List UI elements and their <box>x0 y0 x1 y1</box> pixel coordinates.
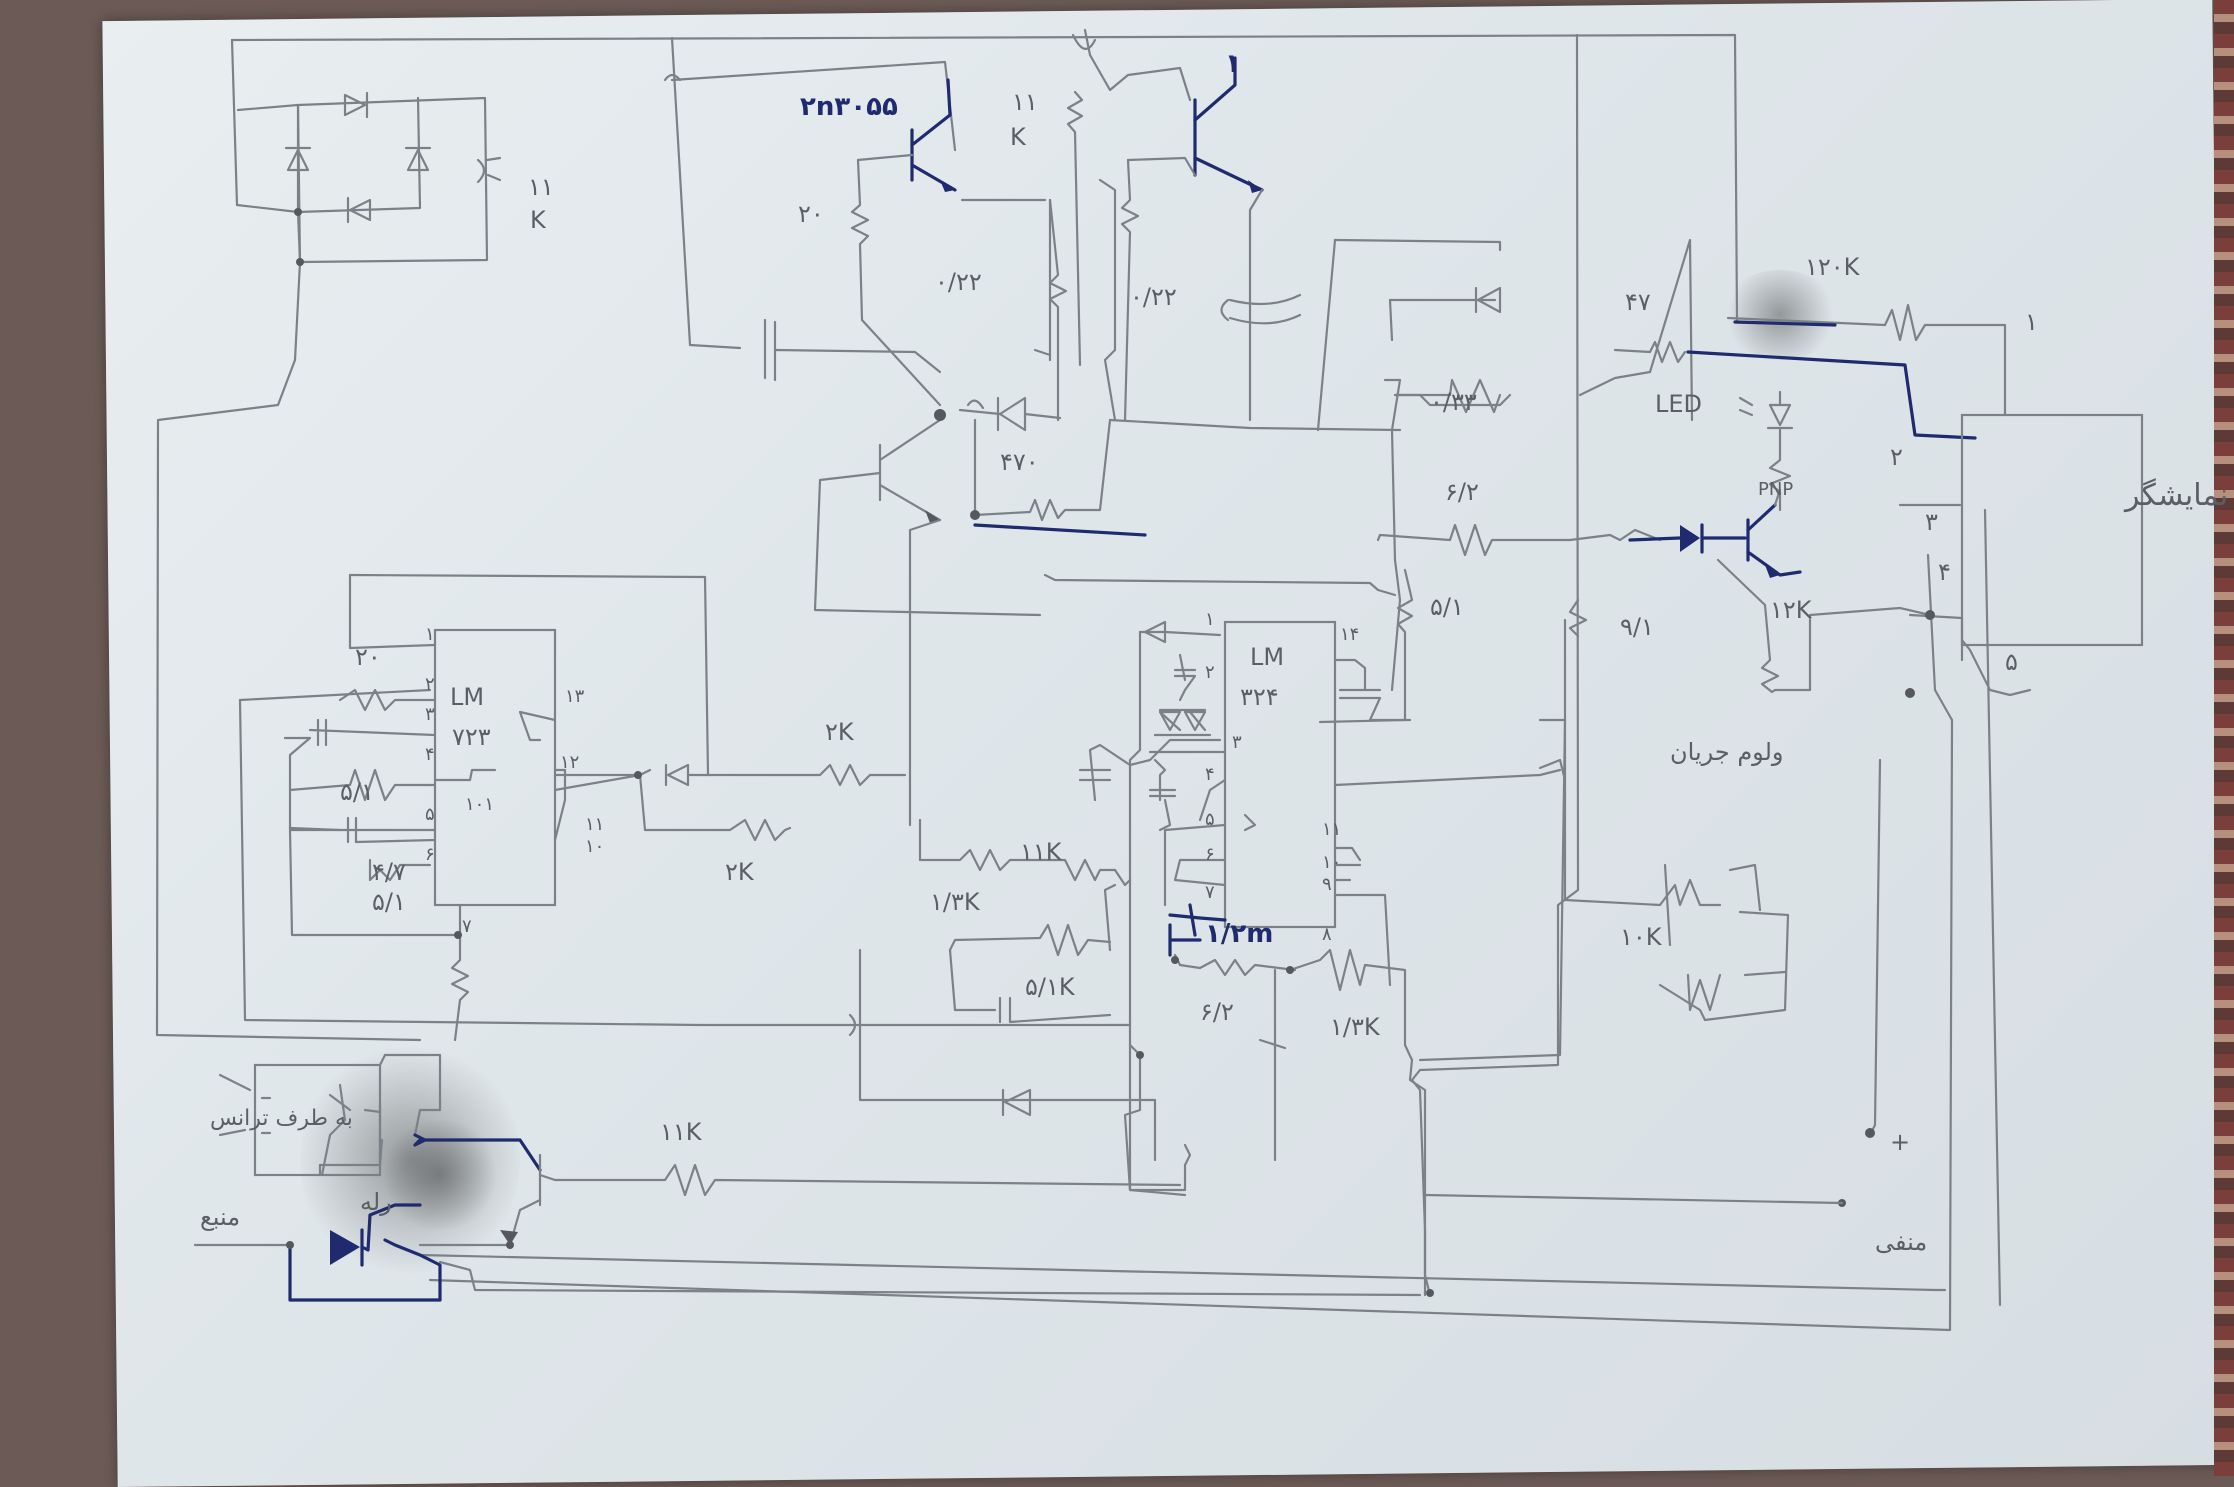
transistor-2n3055-label: ۲n۳۰۵۵ <box>800 92 898 122</box>
res-022-b-label: ۰/۲۲ <box>1130 283 1177 311</box>
panel-pin3: ۳ <box>1925 508 1938 536</box>
lm324-pin14: ۱۴ <box>1340 624 1359 645</box>
res-2k-b-label: ۲K <box>725 858 755 886</box>
res-033-label: ۰/۳۳ <box>1430 388 1477 416</box>
lm723-pin1: ۱ <box>425 624 435 645</box>
top-power-section <box>663 28 1402 827</box>
panel-pin5: ۵ <box>2005 648 2018 676</box>
lm723-pin11: ۱۱ <box>585 814 604 835</box>
bridge-rectifier <box>235 91 502 266</box>
res-51-lm-b-label: ۵/۱ <box>372 888 406 916</box>
lm723-cap-label: ۱۰۱ <box>465 794 494 815</box>
lm723-pin2: ۲ <box>425 674 435 695</box>
lm723-pin6: ۶ <box>425 844 435 865</box>
lm723-label-a: LM <box>450 683 484 711</box>
lm723-pin5: ۵ <box>425 804 435 825</box>
pot-10k-label: ۱۰K <box>1620 923 1663 951</box>
res-13k-label: ۱/۳K <box>930 888 981 916</box>
smudge-top <box>1720 270 1840 360</box>
res-11k-mid-label: ۱۱K <box>1020 838 1063 866</box>
neg-label: منفی <box>1875 1228 1927 1256</box>
lm324-pin9: ۹ <box>1322 874 1332 895</box>
lm324-pin11: ۱۱ <box>1322 819 1341 840</box>
lm324-pin4: ۴ <box>1205 764 1215 785</box>
bridge-cap-label: ۱۱ <box>528 173 554 201</box>
lm723-pin3: ۳ <box>425 704 435 725</box>
lm723-pin4: ۴ <box>425 744 435 765</box>
res-51-lm-a-label: ۵/۱ <box>340 778 374 806</box>
res-2k-a-label: ۲K <box>825 718 855 746</box>
led-label: LED <box>1655 390 1702 418</box>
lm723-pin10: ۱۰ <box>585 836 604 857</box>
res-62-bottom-label: ۶/۲ <box>1200 998 1234 1026</box>
res-022-a-label: ۰/۲۲ <box>935 268 982 296</box>
panel-pin4: ۴ <box>1938 558 1951 586</box>
volume-label: ولوم جریان <box>1670 738 1783 766</box>
pnp-label: PNP <box>1758 479 1793 500</box>
res-20-lm-label: ۲۰ <box>355 643 381 671</box>
lm324-pin1: ۱ <box>1205 609 1215 630</box>
right-section <box>1316 238 2144 1138</box>
lm324-pin3: ۳ <box>1232 732 1242 753</box>
lm723-section <box>238 573 1132 1042</box>
lm324-pin2: ۲ <box>1205 662 1215 683</box>
lm324-pin7: ۷ <box>1205 882 1215 903</box>
lm324-pin10: ۱۰ <box>1322 852 1341 873</box>
lm723-label-b: ۷۲۳ <box>452 723 491 751</box>
relay-label: رله <box>360 1188 392 1216</box>
res-12m-label: ۱/۲m <box>1205 919 1273 949</box>
res-470-label: ۴۷۰ <box>1000 448 1039 476</box>
smudge-relay <box>380 1120 500 1230</box>
res-12k-label: ۱۲K <box>1770 596 1813 624</box>
panel-label: پنل نمایشگر <box>2123 478 2234 513</box>
plus-label: + <box>1890 1128 1910 1156</box>
res-13k-bottom-label: ۱/۳K <box>1330 1013 1381 1041</box>
outer-wiring <box>155 33 2002 1332</box>
relay-side-label: به طرف ترانس <box>210 1106 353 1131</box>
source-label: منبع <box>200 1203 240 1231</box>
res-20-label: ۲۰ <box>798 200 824 228</box>
lm324-label-a: LM <box>1250 643 1284 671</box>
panel-pin2: ۲ <box>1890 443 1903 471</box>
lm324-pin6: ۶ <box>1205 844 1215 865</box>
lm324-label-b: ۳۲۴ <box>1240 683 1279 711</box>
lm324-pin8: ۸ <box>1322 924 1332 945</box>
res-11k-bottom-label: ۱۱K <box>660 1118 703 1146</box>
res-120k-label: ۱۲۰K <box>1805 253 1861 281</box>
lm324-pin5: ۵ <box>1205 809 1215 830</box>
res-k-top-label: K <box>1010 123 1027 151</box>
transistor-1-label: ۱ <box>1225 49 1241 79</box>
lm723-pin12: ۱۲ <box>560 752 579 773</box>
bridge-cap-unit: K <box>530 206 547 234</box>
res-47-lm-label: ۴/۷ <box>372 858 406 886</box>
res-11k-top-label: ۱۱ <box>1012 88 1038 116</box>
background-rug <box>2214 0 2234 1476</box>
lm723-pin13: ۱۳ <box>565 686 585 707</box>
lm723-pin7: ۷ <box>462 916 472 937</box>
res-51k-label: ۵/۱K <box>1025 973 1076 1001</box>
res-51-right-label: ۵/۱ <box>1430 593 1464 621</box>
res-47-label: ۴۷ <box>1625 288 1651 316</box>
panel-pin1: ۱ <box>2025 308 2038 336</box>
res-62-right-label: ۶/۲ <box>1445 478 1479 506</box>
res-91-label: ۹/۱ <box>1620 613 1654 641</box>
relay-section <box>193 1053 1846 1302</box>
